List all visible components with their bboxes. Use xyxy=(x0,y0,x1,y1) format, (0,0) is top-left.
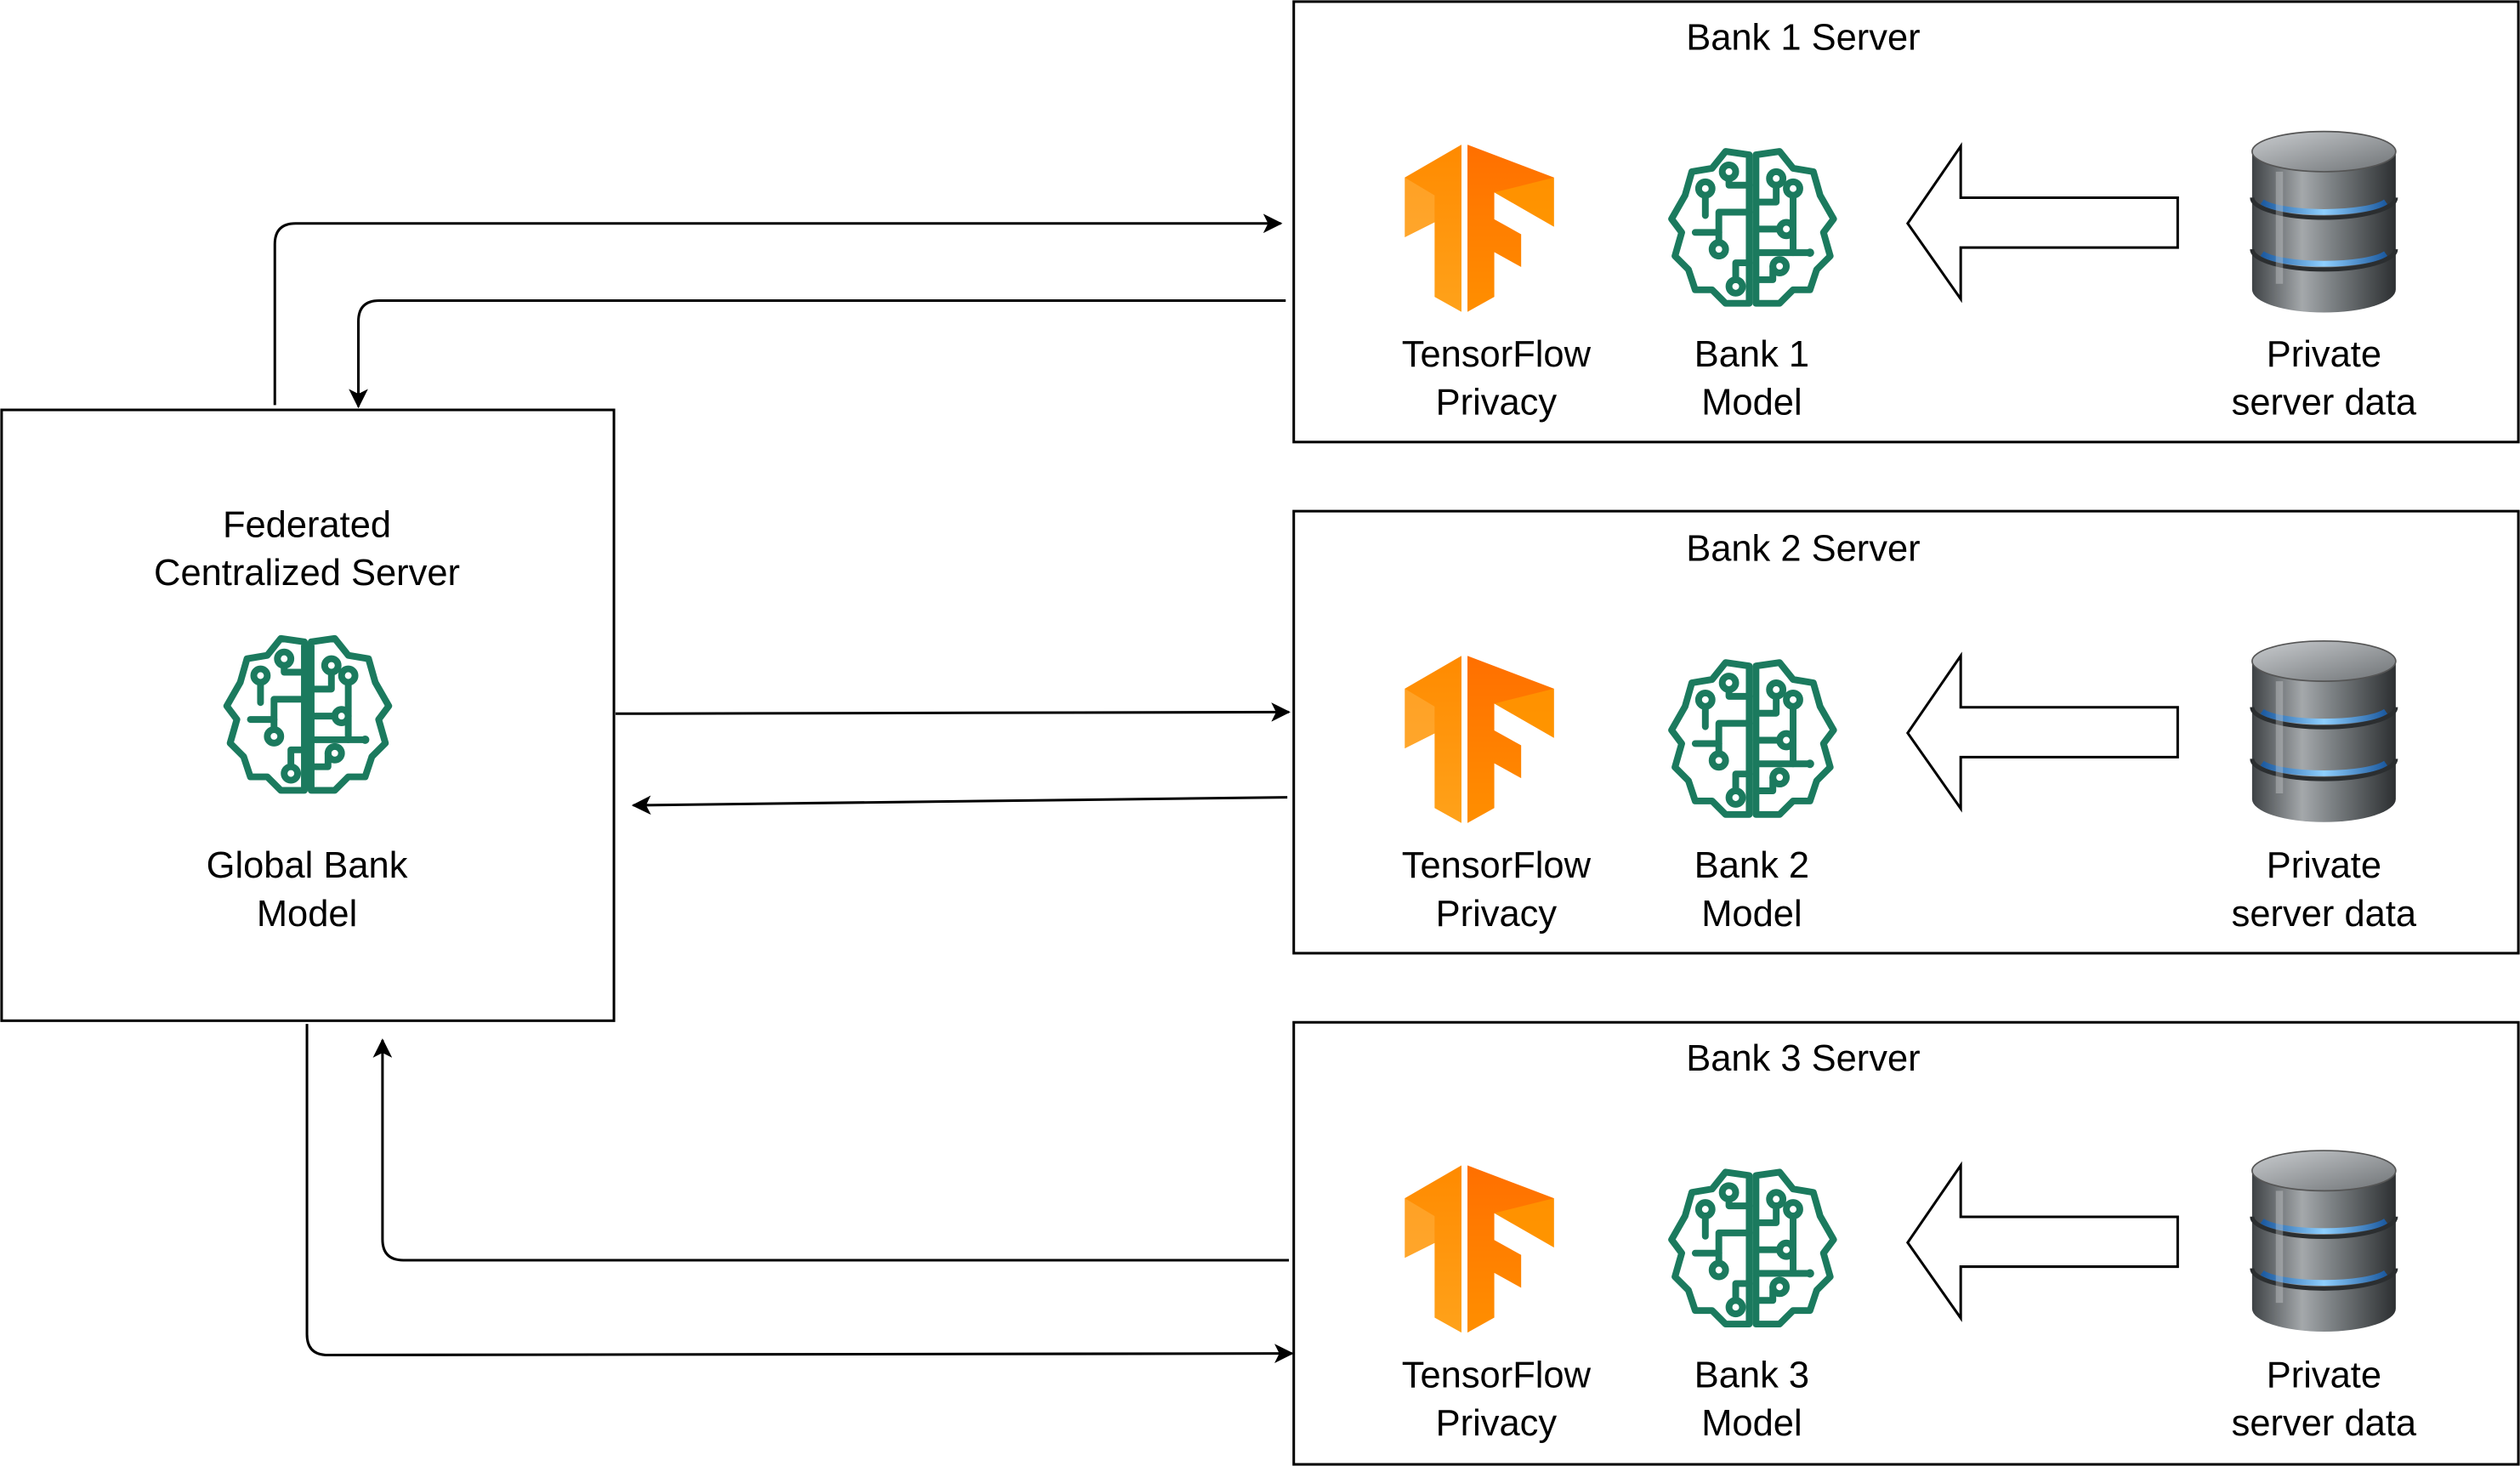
hollow-left-arrow-icon xyxy=(1905,1161,2179,1322)
bank-3-server-title: Bank 3 Server xyxy=(1686,1038,1920,1079)
bank-1-data-label-line1: Private xyxy=(2267,334,2381,375)
bank-1-data-label-line2: server data xyxy=(2232,383,2417,423)
arrow-central-to-bank-2 xyxy=(615,702,1291,722)
bank-2-privacy-label-line1: TensorFlow xyxy=(1402,845,1592,886)
database-icon xyxy=(2252,132,2396,313)
bank-2-server-box: Bank 2 Server TensorFlow Privacy Bank 2 … xyxy=(1292,509,2520,955)
hollow-left-arrow-icon xyxy=(1905,142,2179,304)
global-model-label-line1: Global Bank xyxy=(207,845,408,886)
bank-1-privacy-label-line2: Privacy xyxy=(1436,383,1558,423)
central-server-title-line1: Federated xyxy=(223,504,391,545)
bank-3-privacy-label-line2: Privacy xyxy=(1436,1403,1558,1444)
arrow-bank-2-to-central xyxy=(631,795,1288,815)
bank-2-data-label-line1: Private xyxy=(2267,845,2381,886)
bank-2-privacy-label-line2: Privacy xyxy=(1436,894,1558,935)
bank-3-data-label-line2: server data xyxy=(2232,1403,2417,1444)
arrow-bank-3-to-central xyxy=(372,1038,1290,1262)
bank-1-model-label-line2: Model xyxy=(1701,383,1802,423)
bank-2-model-label-line1: Bank 2 xyxy=(1694,845,1809,886)
arrow-bank-1-to-central xyxy=(349,298,1286,409)
bank-2-server-title: Bank 2 Server xyxy=(1686,529,1920,570)
bank-3-model-label-line2: Model xyxy=(1701,1403,1802,1444)
bank-3-privacy-label-line1: TensorFlow xyxy=(1402,1355,1592,1395)
bank-3-server-box: Bank 3 Server TensorFlow Privacy Bank 3 … xyxy=(1292,1020,2520,1466)
bank-1-server-box: Bank 1 Server TensorFlow Privacy Bank 1 … xyxy=(1292,0,2520,444)
hollow-left-arrow-icon xyxy=(1905,651,2179,813)
bank-2-model-label-line2: Model xyxy=(1701,894,1802,935)
arrow-central-to-bank-1 xyxy=(273,213,1283,406)
central-server-box: Federated Centralized Server Global Bank… xyxy=(0,408,616,1022)
bank-1-privacy-label-line1: TensorFlow xyxy=(1402,334,1592,375)
bank-2-data-label-line2: server data xyxy=(2232,894,2417,935)
bank-1-server-title: Bank 1 Server xyxy=(1686,18,1920,59)
bank-1-model-label-line1: Bank 1 xyxy=(1694,334,1809,375)
bank-3-data-label-line1: Private xyxy=(2267,1355,2381,1395)
database-icon xyxy=(2252,1151,2396,1332)
database-icon xyxy=(2252,641,2396,822)
central-server-title-line2: Centralized Server xyxy=(154,553,460,594)
arrow-central-to-bank-3 xyxy=(305,1024,1294,1364)
bank-3-model-label-line1: Bank 3 xyxy=(1694,1355,1809,1395)
global-model-label-line2: Model xyxy=(257,894,357,935)
